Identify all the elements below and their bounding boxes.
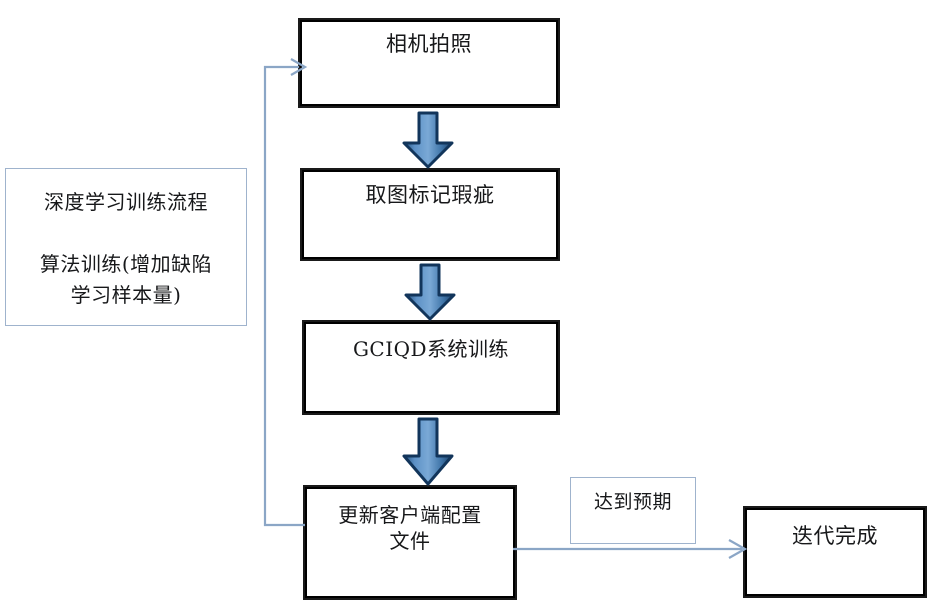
node-gciqd-system-training[interactable]: GCIQD系统训练 <box>304 322 558 413</box>
node-camera-capture[interactable]: 相机拍照 <box>300 20 558 106</box>
block-arrow-down-icon <box>402 417 454 486</box>
connector-feedback-loop <box>263 58 308 527</box>
node-iteration-complete-label: 迭代完成 <box>792 524 878 548</box>
node-update-client-config-file-label: 更新客户端配置 文件 <box>338 503 482 553</box>
node-image-defect-marking[interactable]: 取图标记瑕疵 <box>302 170 558 259</box>
node-update-client-config-file[interactable]: 更新客户端配置 文件 <box>305 487 515 598</box>
node-iteration-complete[interactable]: 迭代完成 <box>745 508 925 596</box>
block-arrow-down-icon <box>404 263 456 321</box>
block-arrow-down-icon <box>402 111 454 169</box>
node-camera-capture-label: 相机拍照 <box>386 32 472 56</box>
edge-label-meets-expectation-text: 达到预期 <box>593 491 672 513</box>
note-deep-learning-process: 深度学习训练流程 算法训练(增加缺陷 学习样本量) <box>5 168 247 326</box>
note-deep-learning-label: 深度学习训练流程 算法训练(增加缺陷 学习样本量) <box>39 190 213 307</box>
node-image-defect-marking-label: 取图标记瑕疵 <box>365 183 495 207</box>
node-gciqd-system-training-label: GCIQD系统训练 <box>352 337 510 361</box>
edge-label-meets-expectation: 达到预期 <box>570 477 696 544</box>
